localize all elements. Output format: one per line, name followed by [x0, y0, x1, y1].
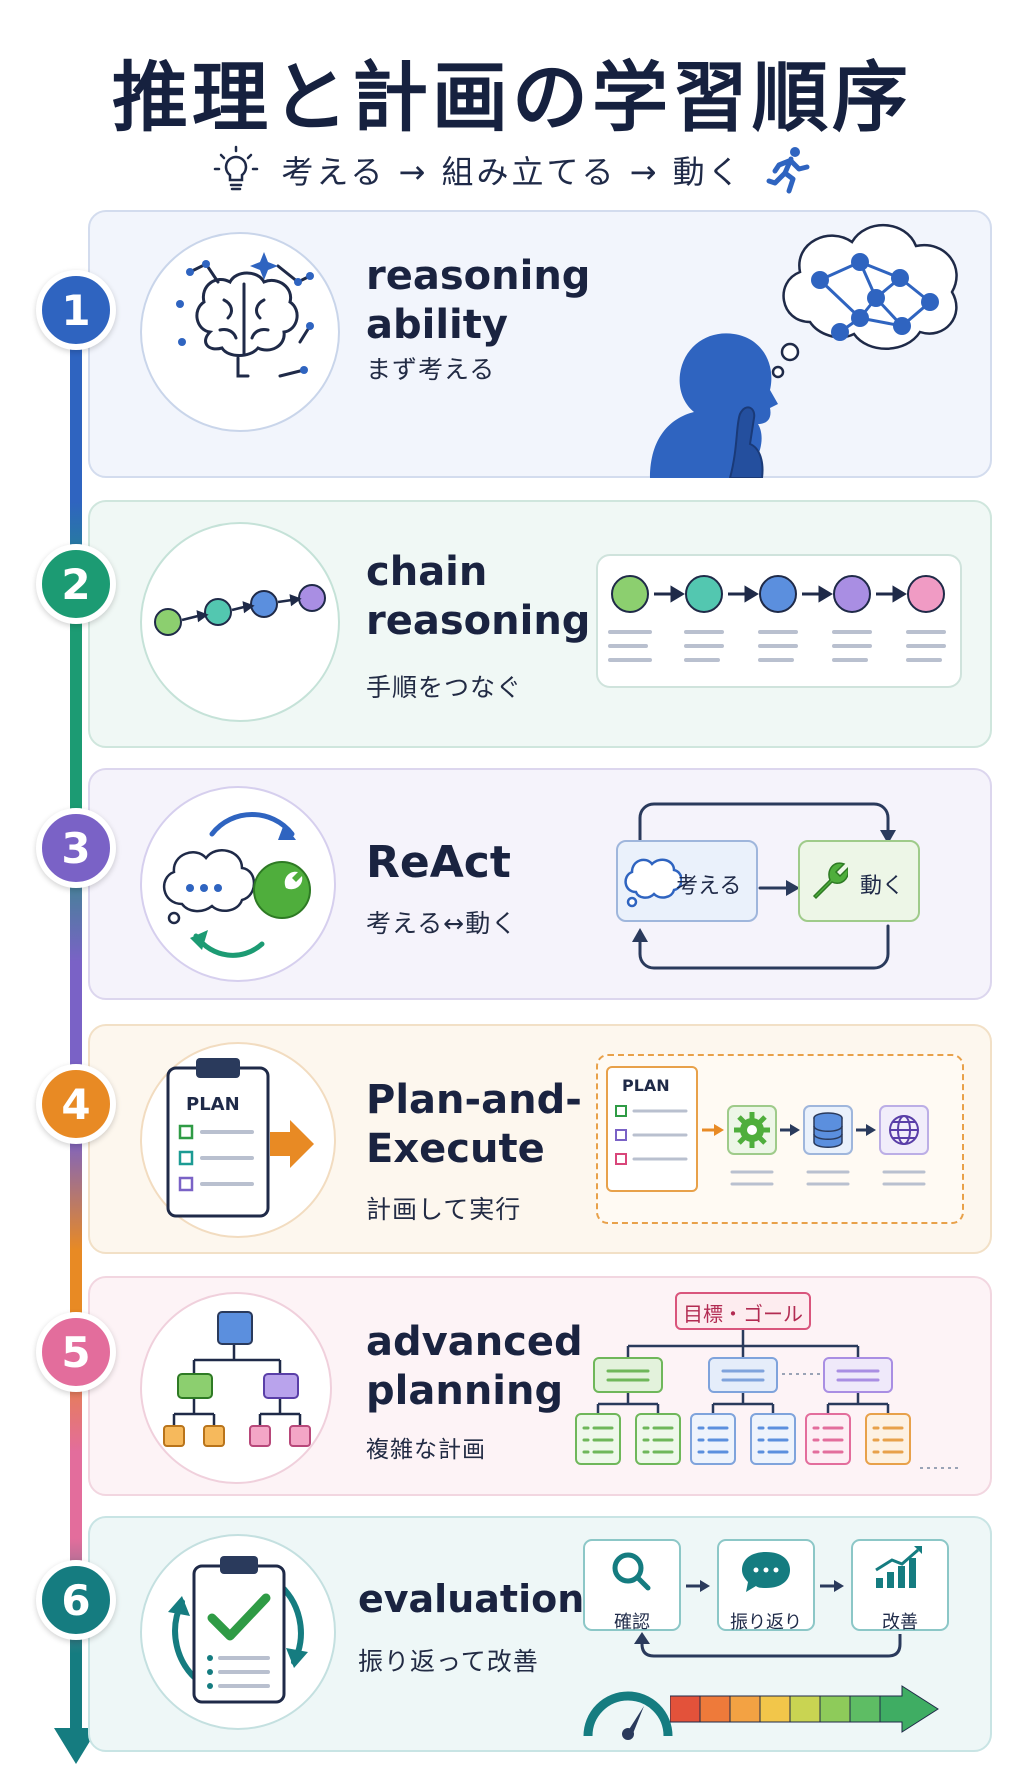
wrench-small-icon [812, 862, 848, 900]
step-3-card: ReAct 考える↔動く 考える 動く [88, 768, 992, 1000]
subtitle-text: 考える → 組み立てる → 動く [281, 153, 743, 191]
tree-hierarchy-icon [163, 1311, 311, 1447]
step-3-badge: 3 [36, 808, 116, 888]
goal-box [675, 1292, 811, 1330]
step-3-subtitle: 考える↔動く [366, 909, 518, 938]
step-4-subtitle: 計画して実行 [366, 1195, 522, 1224]
step-2-card: chain reasoning 手順をつなぐ [88, 500, 992, 748]
thought-bubble-icon [162, 849, 256, 925]
search-icon [612, 1552, 651, 1591]
react-act-box [798, 840, 920, 922]
step-6-title: evaluation [358, 1577, 585, 1621]
timeline-spine [70, 300, 82, 1740]
eval-step-3-label: 改善 [882, 1612, 918, 1633]
globe-icon [889, 1115, 919, 1145]
step-5-subtitle: 複雑な計画 [366, 1437, 486, 1463]
evaluation-flow-diagram [583, 1539, 949, 1658]
person-thinking-icon [650, 333, 778, 478]
step-1-badge: 1 [36, 270, 116, 350]
react-think-label: 考える [676, 874, 742, 899]
running-person-icon [766, 147, 810, 194]
step-4-title: Plan-and- Execute [366, 1077, 582, 1172]
step-1-subtitle: まず考える [366, 355, 496, 384]
thought-network-icon [771, 224, 958, 379]
clipboard-icon [166, 1058, 314, 1218]
plan-card-label: PLAN [622, 1076, 670, 1095]
chain-steps-diagram [608, 575, 946, 662]
wrench-icon [253, 861, 311, 919]
step-6-badge: 6 [36, 1560, 116, 1640]
clipboard-check-icon [168, 1556, 308, 1704]
step-5-card: advanced planning 複雑な計画 目標・ゴール [88, 1276, 992, 1496]
step-3-title: ReAct [366, 837, 511, 888]
planning-tree-diagram [575, 1330, 960, 1469]
brain-icon [176, 252, 314, 378]
goal-label: 目標・ゴール [683, 1302, 803, 1326]
chart-up-icon [875, 1546, 922, 1588]
step-2-title: chain reasoning [366, 549, 591, 644]
step-4-plan-label: PLAN [186, 1094, 240, 1115]
thought-bubble-small-icon [624, 858, 682, 908]
timeline-arrow-head [54, 1728, 98, 1764]
progress-arrow [670, 1685, 939, 1733]
chain-steps-panel [596, 554, 962, 688]
gear-icon [734, 1112, 770, 1148]
database-icon [813, 1112, 843, 1148]
eval-step-2-label: 振り返り [730, 1612, 802, 1633]
step-1-title: reasoning ability [366, 253, 591, 348]
step-4-card: PLAN Plan-and- Execute 計画して実行 PLAN [88, 1024, 992, 1254]
gauge-icon [583, 1691, 673, 1740]
step-2-subtitle: 手順をつなぐ [366, 673, 523, 702]
react-loop-arrows [632, 802, 896, 970]
step-5-badge: 5 [36, 1312, 116, 1392]
chain-nodes-icon [154, 584, 326, 636]
subtitle-row: 考える → 組み立てる → 動く [0, 140, 1024, 200]
cycle-arrows-icon [162, 812, 311, 958]
step-1-card: reasoning ability まず考える [88, 210, 992, 478]
chat-icon [742, 1552, 790, 1592]
page-title: 推理と計画の学習順序 [112, 53, 912, 142]
lightbulb-icon [214, 145, 259, 191]
eval-step-1-label: 確認 [614, 1612, 650, 1633]
step-6-card: evaluation 振り返って改善 確認 振り返り 改善 [88, 1516, 992, 1752]
step-4-badge: 4 [36, 1064, 116, 1144]
step-2-badge: 2 [36, 544, 116, 624]
step-6-subtitle: 振り返って改善 [358, 1647, 539, 1676]
plan-execute-flow [615, 1105, 929, 1186]
step-5-title: advanced planning [366, 1319, 583, 1414]
react-act-label: 動く [860, 874, 905, 899]
